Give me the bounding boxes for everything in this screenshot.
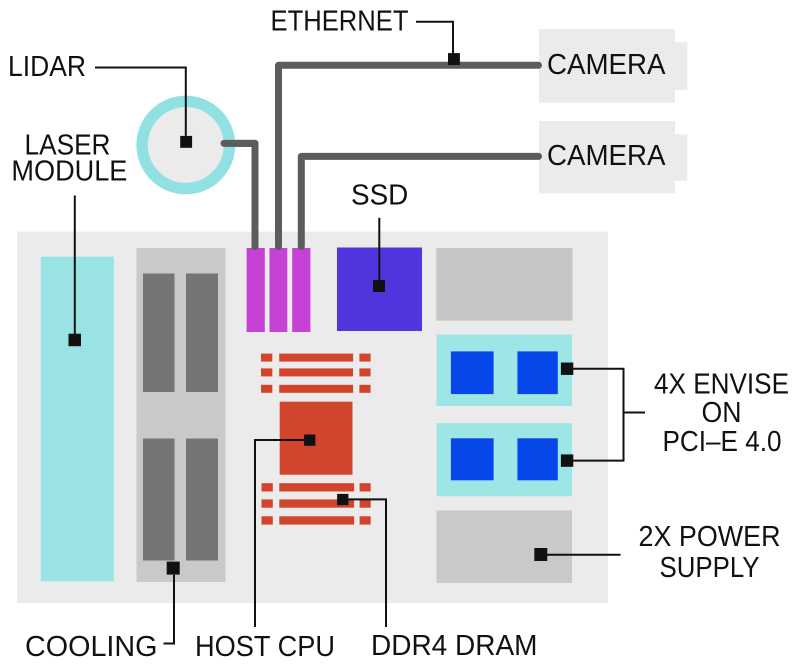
svg-text:4X ENVISE: 4X ENVISE (654, 369, 789, 401)
svg-text:ETHERNET: ETHERNET (271, 6, 409, 38)
svg-text:ON: ON (702, 397, 742, 429)
svg-text:2X POWER: 2X POWER (639, 521, 781, 553)
svg-text:MODULE: MODULE (11, 156, 127, 188)
svg-text:PCI–E 4.0: PCI–E 4.0 (663, 426, 782, 458)
svg-text:HOST CPU: HOST CPU (195, 631, 335, 663)
svg-text:LIDAR: LIDAR (8, 51, 86, 83)
svg-text:DDR4 DRAM: DDR4 DRAM (371, 630, 538, 662)
svg-text:COOLING: COOLING (25, 631, 158, 663)
svg-text:LASER: LASER (25, 129, 111, 161)
svg-text:SSD: SSD (351, 180, 408, 212)
svg-text:CAMERA: CAMERA (547, 140, 666, 172)
svg-text:CAMERA: CAMERA (547, 49, 666, 81)
svg-text:SUPPLY: SUPPLY (660, 552, 760, 584)
